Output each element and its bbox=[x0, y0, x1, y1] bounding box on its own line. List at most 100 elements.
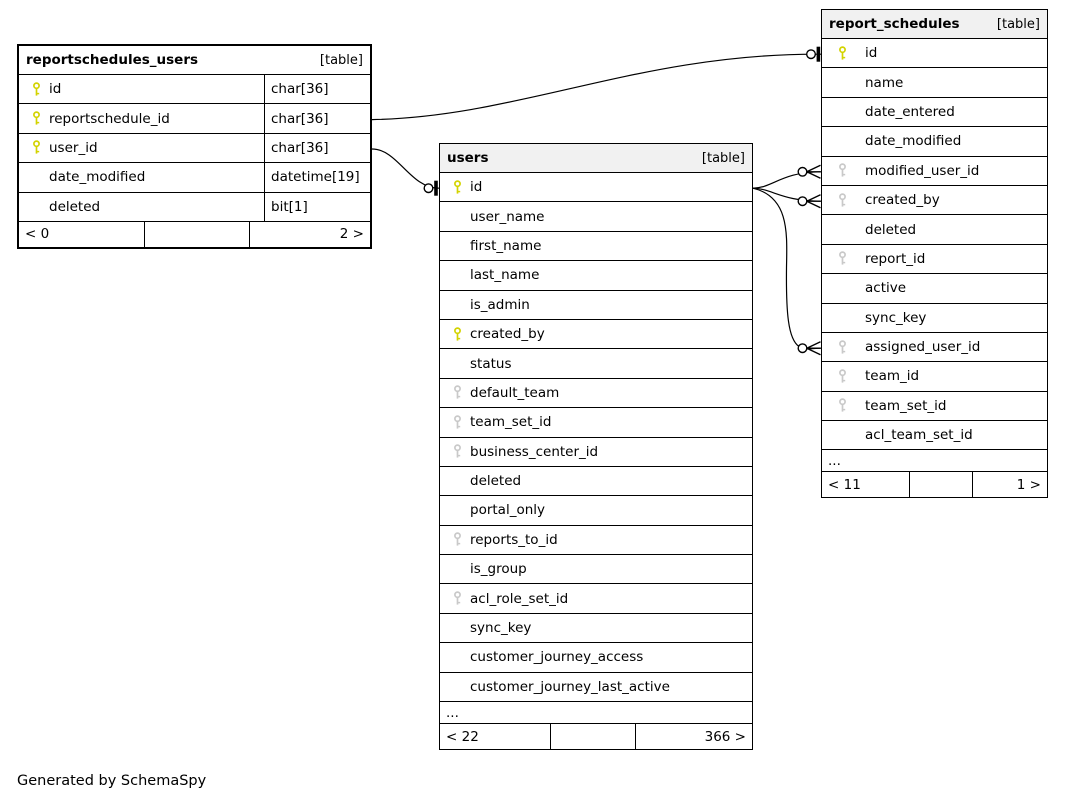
column-row: user_name bbox=[440, 202, 752, 232]
key-icon bbox=[832, 369, 853, 384]
column-name: last_name bbox=[470, 267, 540, 284]
key-icon bbox=[448, 326, 467, 342]
column-row: created_by bbox=[822, 185, 1047, 216]
edge-users-id-to-assigned_user_id bbox=[752, 187, 822, 350]
column-name: assigned_user_id bbox=[865, 339, 981, 356]
column-name: customer_journey_last_active bbox=[470, 678, 670, 695]
key-icon bbox=[448, 444, 467, 459]
entity-reportschedules_users: reportschedules_users [table] id char[36… bbox=[17, 44, 372, 249]
column-row: name bbox=[822, 68, 1047, 98]
column-name: business_center_id bbox=[470, 443, 599, 460]
column-row: acl_role_set_id bbox=[440, 584, 752, 614]
column-name: team_set_id bbox=[865, 397, 947, 414]
key-icon bbox=[448, 532, 467, 547]
edge-users-id-to-modified_user_id bbox=[752, 171, 822, 189]
column-type: char[36] bbox=[264, 104, 370, 133]
column-name: deleted bbox=[49, 198, 101, 215]
column-name: is_group bbox=[470, 561, 527, 578]
entity-report_schedules: report_schedules [table] id bbox=[821, 9, 1048, 499]
table-title: users bbox=[447, 150, 489, 166]
column-row: user_id char[36] bbox=[19, 133, 370, 164]
column-name: user_id bbox=[49, 139, 98, 156]
column-name: team_set_id bbox=[470, 414, 552, 431]
generated-by-credit: Generated by SchemaSpy bbox=[17, 773, 207, 789]
column-row: deleted bbox=[822, 215, 1047, 245]
key-icon bbox=[448, 415, 467, 430]
key-icon bbox=[832, 45, 853, 61]
marker-circle-crow-created_by bbox=[797, 194, 821, 209]
key-icon bbox=[448, 179, 467, 195]
column-row: first_name bbox=[440, 231, 752, 262]
footer-spacer bbox=[910, 472, 973, 498]
column-name: acl_role_set_id bbox=[470, 590, 569, 607]
column-type: bit[1] bbox=[264, 192, 370, 221]
column-row: customer_journey_access bbox=[440, 643, 752, 673]
key-icon bbox=[27, 140, 46, 155]
column-row: is_admin bbox=[440, 290, 752, 320]
column-name: date_modified bbox=[49, 169, 146, 186]
column-row: customer_journey_last_active bbox=[440, 672, 752, 703]
column-row: business_center_id bbox=[440, 437, 752, 467]
column-name: portal_only bbox=[470, 502, 546, 519]
table-header[interactable]: users [table] bbox=[440, 144, 752, 173]
column-row: team_set_id bbox=[822, 391, 1047, 422]
table-type-badge: [table] bbox=[319, 52, 363, 68]
footer-spacer bbox=[145, 221, 250, 247]
column-name: id bbox=[470, 179, 483, 196]
table-header[interactable]: report_schedules [table] bbox=[822, 10, 1047, 39]
column-row: is_group bbox=[440, 555, 752, 585]
key-icon bbox=[448, 591, 467, 606]
column-name: date_entered bbox=[865, 103, 955, 120]
column-row: active bbox=[822, 274, 1047, 304]
column-name: report_id bbox=[865, 250, 926, 267]
column-name: deleted bbox=[470, 473, 522, 490]
ellipsis-row: ... bbox=[440, 702, 752, 725]
column-row: deleted bit[1] bbox=[19, 192, 370, 222]
key-icon bbox=[27, 81, 46, 97]
column-name: created_by bbox=[865, 192, 940, 209]
table-header[interactable]: reportschedules_users [table] bbox=[19, 46, 370, 75]
table-title: reportschedules_users bbox=[26, 52, 199, 68]
column-name: active bbox=[865, 280, 907, 297]
column-list: id name bbox=[822, 39, 1047, 451]
ellipsis-row: ... bbox=[822, 450, 1047, 473]
column-name: default_team bbox=[470, 384, 560, 401]
edge-user_id-to-users-id bbox=[371, 148, 440, 189]
table-footer: < 0 2 > bbox=[19, 221, 370, 247]
key-icon bbox=[832, 251, 853, 266]
footer-children-count: < 22 bbox=[440, 724, 551, 750]
column-row: id char[36] bbox=[19, 75, 370, 105]
column-row: sync_key bbox=[822, 303, 1047, 333]
footer-children-count: < 11 bbox=[822, 472, 910, 498]
key-icon bbox=[832, 163, 853, 178]
key-icon bbox=[832, 339, 853, 355]
entity-users: users [table] id bbox=[439, 143, 753, 751]
footer-spacer bbox=[551, 724, 636, 750]
table-type-badge: [table] bbox=[996, 16, 1040, 32]
key-icon bbox=[448, 385, 467, 400]
column-name: reportschedule_id bbox=[49, 110, 170, 127]
column-row: last_name bbox=[440, 261, 752, 291]
column-name: status bbox=[470, 355, 512, 372]
table-footer: < 11 1 > bbox=[822, 472, 1047, 498]
footer-parents-count: 2 > bbox=[339, 226, 364, 243]
column-row: default_team bbox=[440, 378, 752, 409]
column-name: id bbox=[865, 45, 878, 62]
column-name: created_by bbox=[470, 326, 545, 343]
column-name: id bbox=[49, 81, 62, 98]
edge-users-id-to-created_by bbox=[752, 187, 822, 202]
key-icon bbox=[832, 192, 853, 208]
footer-parents-count: 1 > bbox=[1016, 476, 1041, 493]
column-name: name bbox=[865, 74, 904, 91]
key-icon bbox=[832, 398, 853, 413]
column-name: acl_team_set_id bbox=[865, 427, 973, 444]
marker-circle-tee-report_schedules-id bbox=[806, 46, 821, 62]
footer-children-count: < 0 bbox=[19, 221, 145, 247]
column-name: sync_key bbox=[865, 309, 927, 326]
column-type: char[36] bbox=[264, 75, 370, 104]
column-name: customer_journey_access bbox=[470, 649, 644, 666]
column-name: team_id bbox=[865, 368, 920, 385]
column-row: sync_key bbox=[440, 613, 752, 644]
column-name: deleted bbox=[865, 221, 917, 238]
